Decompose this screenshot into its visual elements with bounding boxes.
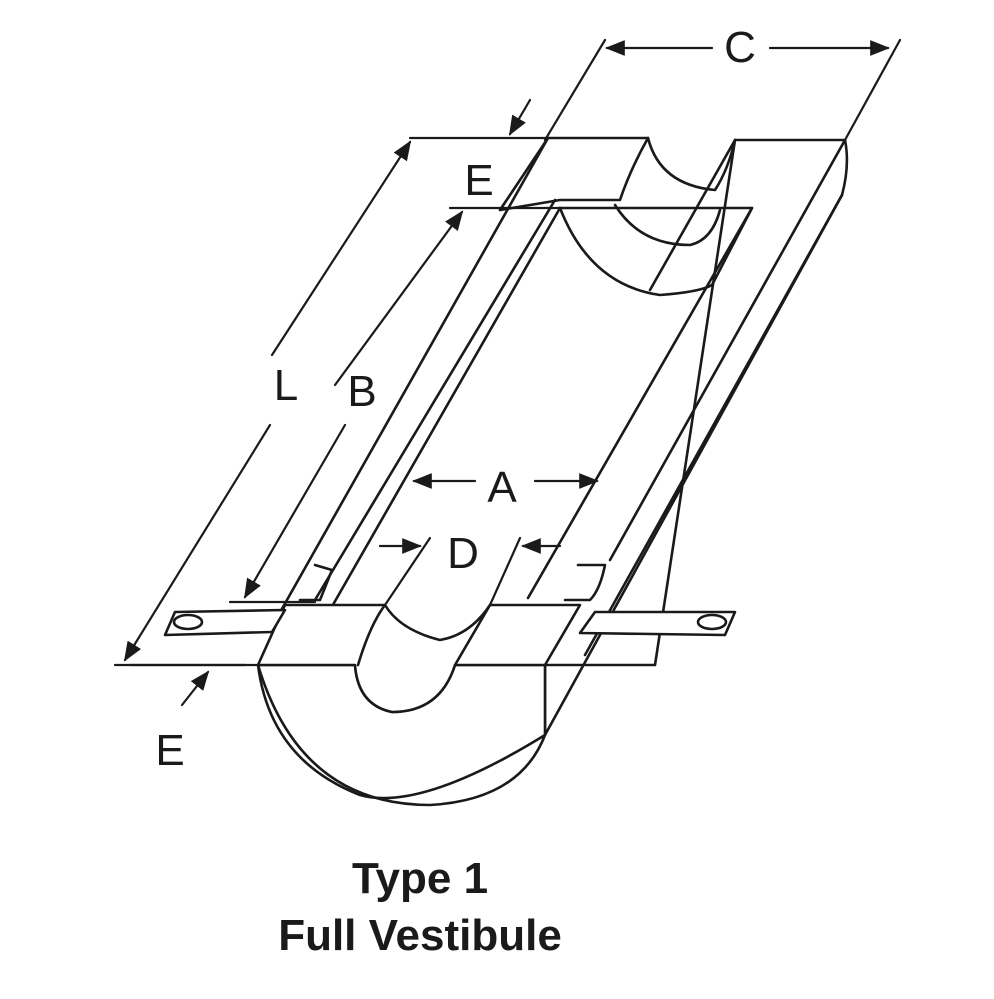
- right-tab-hole: [696, 613, 728, 631]
- dimension-d: D: [378, 529, 562, 607]
- right-notch: [563, 563, 607, 602]
- right-rail-inner: [526, 206, 754, 600]
- label-a: A: [487, 463, 517, 512]
- label-b: B: [347, 367, 376, 416]
- dimension-e-bottom: E: [128, 663, 247, 775]
- left-tab-hole: [172, 613, 204, 631]
- bottom-curve: [256, 663, 547, 800]
- left-rail-outer: [268, 136, 550, 632]
- label-l: L: [274, 361, 298, 410]
- left-notch: [298, 563, 334, 602]
- caption-line-2: Full Vestibule: [278, 911, 562, 960]
- label-e-bottom: E: [155, 726, 184, 775]
- dimension-e-top: E: [408, 98, 562, 210]
- right-mounting-tab: [578, 610, 737, 637]
- left-mounting-tab: [163, 608, 287, 637]
- left-rail-inner: [313, 198, 557, 602]
- label-c: C: [724, 23, 756, 72]
- back-saddle: [558, 206, 714, 297]
- right-rail-outer-top: [648, 138, 737, 292]
- back-saddle-inner: [613, 203, 722, 247]
- back-cutout: [646, 136, 737, 192]
- back-rim-left: [498, 136, 650, 212]
- dimension-b: B: [228, 210, 464, 604]
- front-saddle: [356, 603, 387, 667]
- dimension-c: C: [543, 23, 902, 142]
- front-top: [256, 603, 582, 714]
- vestibule-body: [256, 136, 849, 807]
- left-channel-inner: [328, 206, 562, 612]
- label-d: D: [447, 529, 479, 578]
- caption-line-1: Type 1: [352, 854, 488, 903]
- dimension-a: A: [412, 463, 599, 512]
- label-e-top: E: [464, 156, 493, 205]
